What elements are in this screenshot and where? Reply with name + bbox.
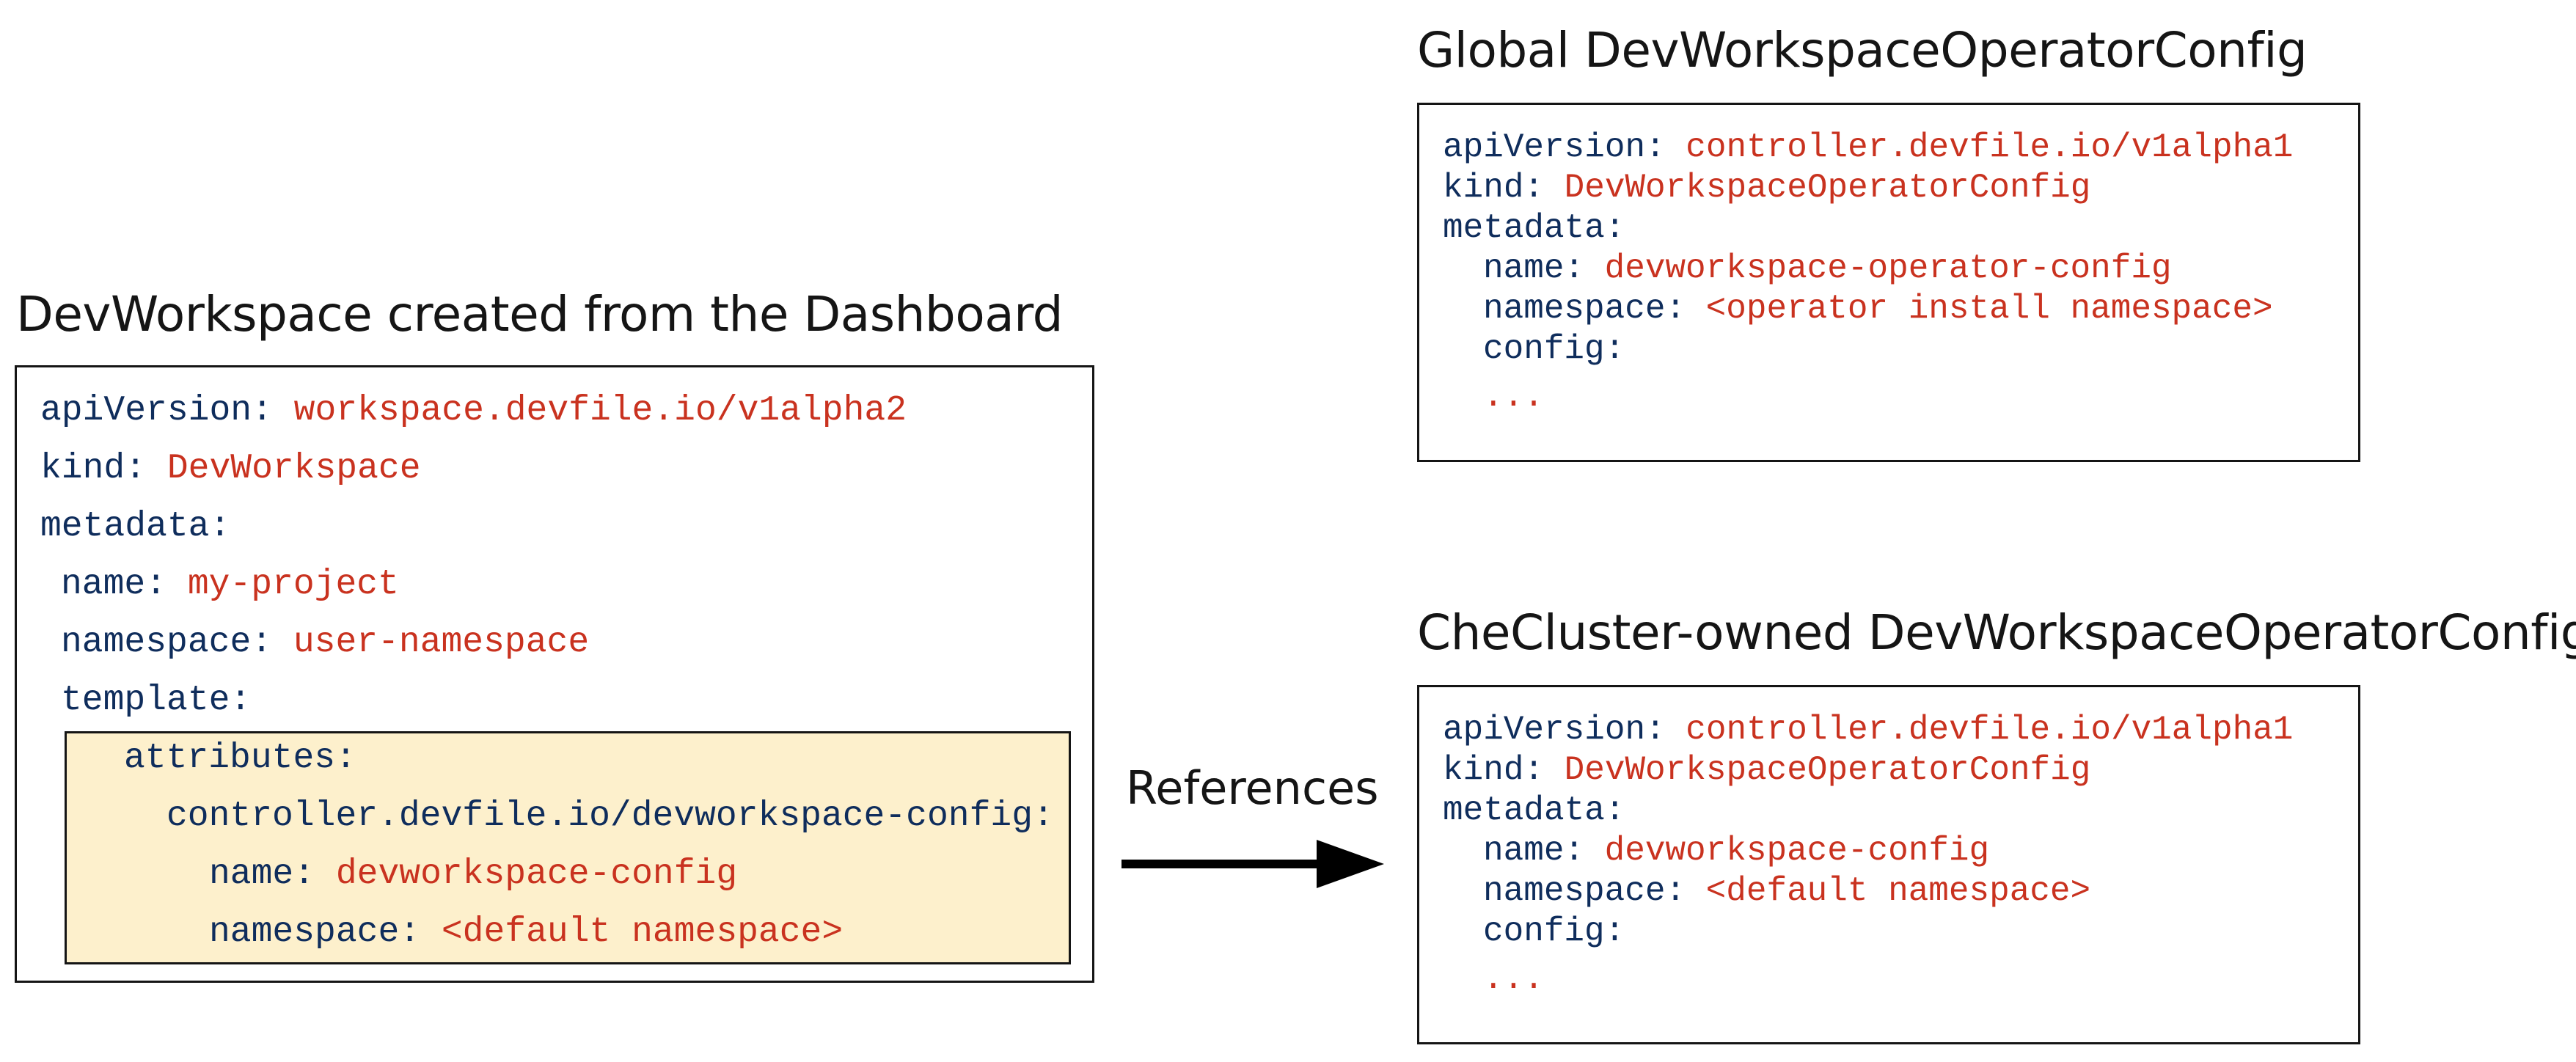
yaml-value: controller.devfile.io/v1alpha1 bbox=[1686, 128, 2294, 166]
yaml-key: kind: bbox=[40, 449, 147, 488]
yaml-value: my-project bbox=[187, 565, 399, 604]
yaml-value: devworkspace-config bbox=[1604, 832, 1990, 870]
yaml-value: <default namespace> bbox=[441, 912, 844, 952]
yaml-key: kind: bbox=[1443, 751, 1545, 789]
yaml-value: ... bbox=[1483, 960, 1544, 998]
yaml-key: metadata: bbox=[1443, 791, 1625, 830]
yaml-key: namespace: bbox=[1483, 872, 1686, 910]
yaml-line-attr-name: name: devworkspace-config bbox=[209, 854, 737, 894]
checluster-config-title: CheCluster-owned DevWorkspaceOperatorCon… bbox=[1417, 604, 2576, 661]
yaml-value: devworkspace-config bbox=[335, 854, 738, 894]
yaml-value: user-namespace bbox=[293, 623, 590, 662]
yaml-key: name: bbox=[61, 565, 167, 604]
yaml-value: controller.devfile.io/v1alpha1 bbox=[1686, 711, 2294, 749]
yaml-line-config: config: bbox=[1483, 330, 1625, 368]
yaml-key: apiVersion: bbox=[1443, 711, 1666, 749]
yaml-value: ... bbox=[1483, 378, 1544, 416]
yaml-line-ellipsis: ... bbox=[1483, 378, 1544, 416]
yaml-key: apiVersion: bbox=[40, 391, 273, 431]
yaml-key: config: bbox=[1483, 330, 1625, 368]
yaml-value: <operator install namespace> bbox=[1705, 290, 2273, 328]
devworkspace-yaml-box: apiVersion: workspace.devfile.io/v1alpha… bbox=[15, 365, 1094, 983]
devworkspace-title: DevWorkspace created from the Dashboard bbox=[16, 286, 1064, 343]
yaml-line-attributes: attributes: bbox=[124, 739, 356, 778]
yaml-value: workspace.devfile.io/v1alpha2 bbox=[293, 391, 907, 431]
yaml-key: template: bbox=[61, 681, 252, 720]
yaml-line-config-attribute: controller.devfile.io/devworkspace-confi… bbox=[167, 796, 1054, 836]
yaml-line-name: name: my-project bbox=[61, 565, 399, 604]
yaml-line-attr-namespace: namespace: <default namespace> bbox=[209, 912, 843, 952]
checluster-config-yaml-box: apiVersion: controller.devfile.io/v1alph… bbox=[1417, 685, 2360, 1044]
global-config-yaml-box: apiVersion: controller.devfile.io/v1alph… bbox=[1417, 103, 2360, 462]
yaml-value: <default namespace> bbox=[1705, 872, 2091, 910]
global-config-title: Global DevWorkspaceOperatorConfig bbox=[1417, 22, 2308, 78]
yaml-line-kind: kind: DevWorkspaceOperatorConfig bbox=[1443, 169, 2090, 207]
yaml-key: namespace: bbox=[209, 912, 421, 952]
references-label: References bbox=[1126, 761, 1379, 815]
yaml-line-name: name: devworkspace-config bbox=[1483, 832, 1989, 870]
yaml-key: name: bbox=[1483, 832, 1585, 870]
yaml-line-namespace: namespace: <operator install namespace> bbox=[1483, 290, 2273, 328]
yaml-line-metadata: metadata: bbox=[1443, 209, 1625, 247]
yaml-key: name: bbox=[209, 854, 315, 894]
yaml-line-apiversion: apiVersion: controller.devfile.io/v1alph… bbox=[1443, 711, 2293, 749]
yaml-line-config: config: bbox=[1483, 912, 1625, 951]
yaml-line-metadata: metadata: bbox=[40, 507, 230, 546]
yaml-key: namespace: bbox=[1483, 290, 1686, 328]
yaml-value: DevWorkspace bbox=[167, 449, 421, 488]
template-attributes-highlight bbox=[65, 731, 1071, 964]
yaml-key: config: bbox=[1483, 912, 1625, 951]
yaml-line-metadata: metadata: bbox=[1443, 791, 1625, 830]
yaml-key: namespace: bbox=[61, 623, 273, 662]
yaml-key: controller.devfile.io/devworkspace-confi… bbox=[167, 796, 1054, 836]
yaml-line-kind: kind: DevWorkspaceOperatorConfig bbox=[1443, 751, 2090, 789]
yaml-key: apiVersion: bbox=[1443, 128, 1666, 166]
yaml-key: name: bbox=[1483, 249, 1585, 288]
yaml-value: DevWorkspaceOperatorConfig bbox=[1564, 751, 2091, 789]
yaml-line-apiversion: apiVersion: controller.devfile.io/v1alph… bbox=[1443, 128, 2293, 166]
yaml-line-kind: kind: DevWorkspace bbox=[40, 449, 421, 488]
yaml-line-name: name: devworkspace-operator-config bbox=[1483, 249, 2172, 288]
yaml-key: attributes: bbox=[124, 739, 356, 778]
yaml-key: kind: bbox=[1443, 169, 1545, 207]
yaml-line-template: template: bbox=[61, 681, 251, 720]
yaml-line-ellipsis: ... bbox=[1483, 960, 1544, 998]
yaml-value: devworkspace-operator-config bbox=[1604, 249, 2172, 288]
yaml-line-namespace: namespace: user-namespace bbox=[61, 623, 589, 662]
references-arrow-icon bbox=[1121, 840, 1384, 888]
yaml-line-namespace: namespace: <default namespace> bbox=[1483, 872, 2090, 910]
yaml-value: DevWorkspaceOperatorConfig bbox=[1564, 169, 2091, 207]
yaml-key: metadata: bbox=[40, 507, 231, 546]
yaml-key: metadata: bbox=[1443, 209, 1625, 247]
yaml-line-apiversion: apiVersion: workspace.devfile.io/v1alpha… bbox=[40, 391, 907, 431]
